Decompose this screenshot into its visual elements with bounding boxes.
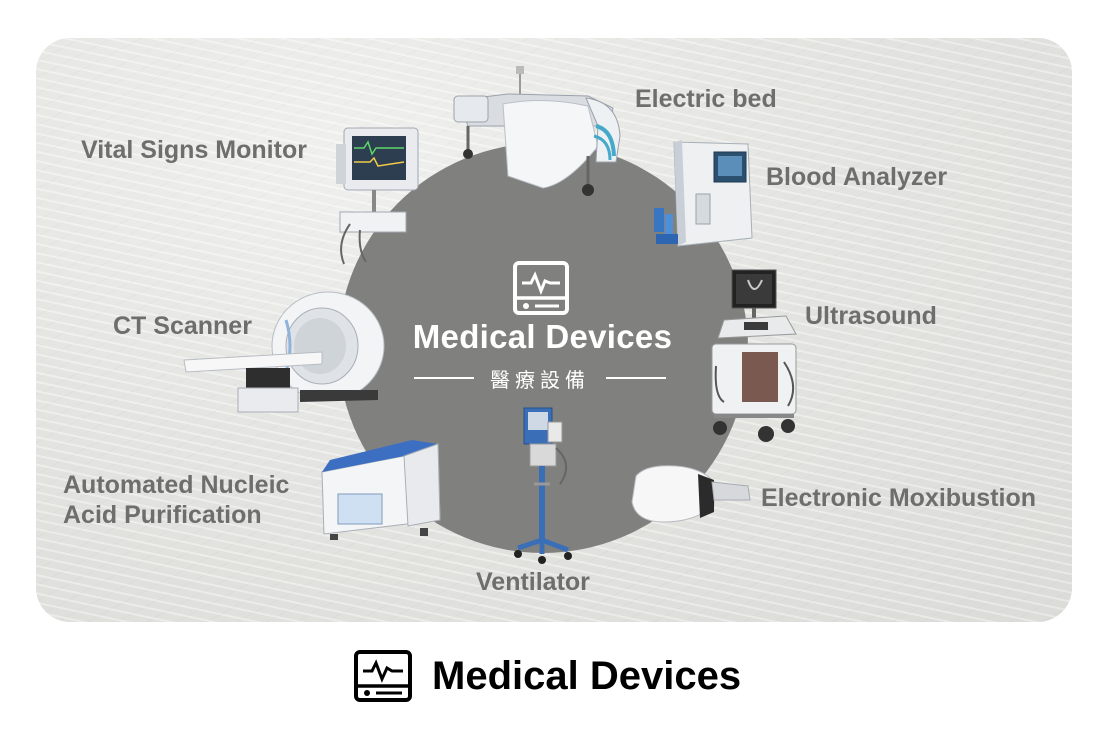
footer-title: Medical Devices xyxy=(432,654,742,698)
ultrasound-image xyxy=(711,269,797,442)
nucleic-acid-purification-image xyxy=(321,440,441,540)
electric-bed-image xyxy=(453,66,621,196)
hub-subtitle: 醫療設備 xyxy=(490,368,590,392)
label-electronic-moxibustion: Electronic Moxibustion xyxy=(761,484,1037,512)
label-nucleic-line2: Acid Purification xyxy=(63,501,262,529)
footer-monitor-heartbeat-icon xyxy=(354,650,412,702)
divider-left xyxy=(414,377,474,379)
vital-signs-monitor-image xyxy=(336,127,419,265)
hub-title: Medical Devices xyxy=(412,318,673,355)
label-ct-scanner: CT Scanner xyxy=(113,312,252,340)
blood-analyzer-image xyxy=(654,140,753,247)
ct-scanner-image xyxy=(183,291,385,413)
label-electric-bed: Electric bed xyxy=(635,85,777,113)
ventilator-image xyxy=(514,407,572,564)
label-ultrasound: Ultrasound xyxy=(805,302,937,330)
label-blood-analyzer: Blood Analyzer xyxy=(766,163,948,191)
monitor-heartbeat-icon xyxy=(513,261,569,315)
hub-subtitle-row: 醫療設備 xyxy=(414,364,666,392)
label-ventilator: Ventilator xyxy=(476,568,590,596)
label-vital-signs-monitor: Vital Signs Monitor xyxy=(81,136,307,164)
electronic-moxibustion-image xyxy=(631,465,751,523)
divider-right xyxy=(606,377,666,379)
label-nucleic-line1: Automated Nucleic xyxy=(63,471,290,499)
